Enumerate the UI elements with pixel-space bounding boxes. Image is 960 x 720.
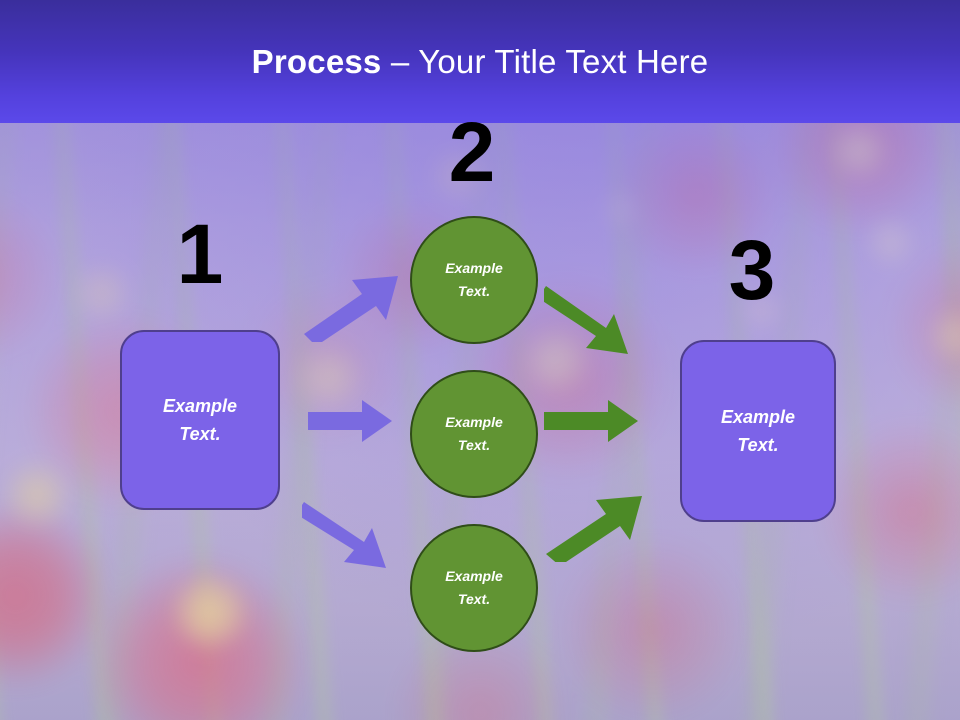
page-title-rest: Your Title Text Here [418, 43, 709, 80]
stage-two-circle-1[interactable]: Example Text. [410, 216, 538, 344]
step-number-3: 3 [728, 223, 776, 317]
stage-two-circle-1-label: Example Text. [445, 260, 503, 299]
stage-two-circle-2[interactable]: Example Text. [410, 370, 538, 498]
step-number-2: 2 [448, 105, 496, 199]
page-title-bold: Process [251, 43, 382, 80]
purple-arrow-down-icon [302, 502, 386, 568]
stage-one-box-label: Example Text. [162, 396, 238, 444]
stage-one-box[interactable]: Example Text. [120, 330, 280, 510]
stage-two-circle-3[interactable]: Example Text. [410, 524, 538, 652]
page-title: Process – Your Title Text Here [0, 0, 960, 123]
green-arrow-right-icon [544, 400, 638, 442]
green-arrow-up-icon [546, 496, 642, 562]
stage-three-box[interactable]: Example Text. [680, 340, 836, 522]
purple-arrow-up-icon [304, 276, 398, 342]
title-bar: Process – Your Title Text Here [0, 0, 960, 123]
stage-two-circle-2-label: Example Text. [445, 414, 503, 453]
page-title-separator: – [381, 43, 419, 80]
purple-arrow-right-icon [308, 400, 392, 442]
stage-two-circle-3-label: Example Text. [445, 568, 503, 607]
green-arrow-down-icon [544, 286, 628, 354]
step-number-1: 1 [176, 207, 224, 301]
stage-three-box-label: Example Text. [720, 407, 796, 455]
